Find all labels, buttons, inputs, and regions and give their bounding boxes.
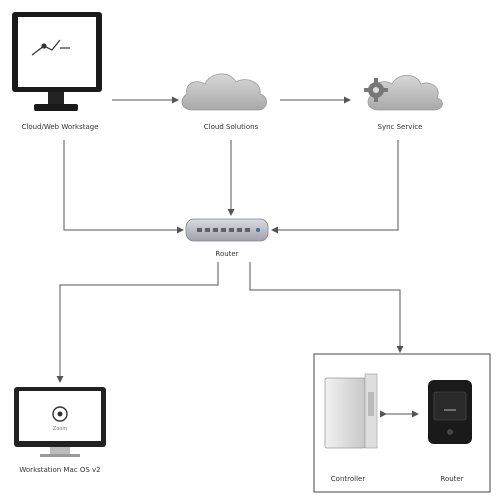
desktop-screen-text: Zoom <box>53 426 68 432</box>
desktop-label: Workstation Mac OS v2 <box>19 466 100 474</box>
desktop-stand <box>50 447 70 454</box>
controller-node: Controller <box>324 373 378 483</box>
edge-router-devicebox <box>249 262 404 353</box>
workstation-monitor: Cloud/Web Workstage <box>12 12 102 131</box>
desktop-screen-icon <box>52 406 68 422</box>
cloud-icon <box>181 73 267 111</box>
controller-slot <box>368 392 374 416</box>
edge-service-router <box>271 140 399 234</box>
monitor-base <box>34 104 78 111</box>
router-device-screen <box>433 391 467 421</box>
monitor-stand <box>48 92 64 104</box>
cloud-label: Cloud Solutions <box>204 123 259 131</box>
router-led <box>256 228 260 232</box>
router-ports <box>197 228 250 232</box>
router-icon <box>185 218 269 242</box>
device-group: Controller Router <box>313 353 491 493</box>
device-group-frame <box>313 353 491 493</box>
edge-router-desktop <box>56 262 219 383</box>
controller-icon <box>324 377 366 449</box>
monitor-screen <box>18 17 96 87</box>
controller-label: Controller <box>331 475 366 483</box>
gear-icon <box>364 78 388 102</box>
monitor-screen-graphic <box>31 39 70 56</box>
router-node: Router <box>185 218 269 258</box>
sync-service-node: Sync Service <box>364 74 443 131</box>
router-label: Router <box>215 250 238 258</box>
desktop-base <box>40 454 80 457</box>
router-device-button <box>447 429 453 435</box>
router-device-node: Router <box>428 380 472 483</box>
connectors <box>56 96 419 418</box>
edge-monitor-router <box>63 140 184 234</box>
service-label: Sync Service <box>378 123 423 131</box>
desktop-workstation: Zoom Workstation Mac OS v2 <box>14 387 106 474</box>
router-device-label: Router <box>440 475 463 483</box>
cloud-solutions-node: Cloud Solutions <box>181 73 267 131</box>
monitor-label: Cloud/Web Workstage <box>22 123 99 131</box>
